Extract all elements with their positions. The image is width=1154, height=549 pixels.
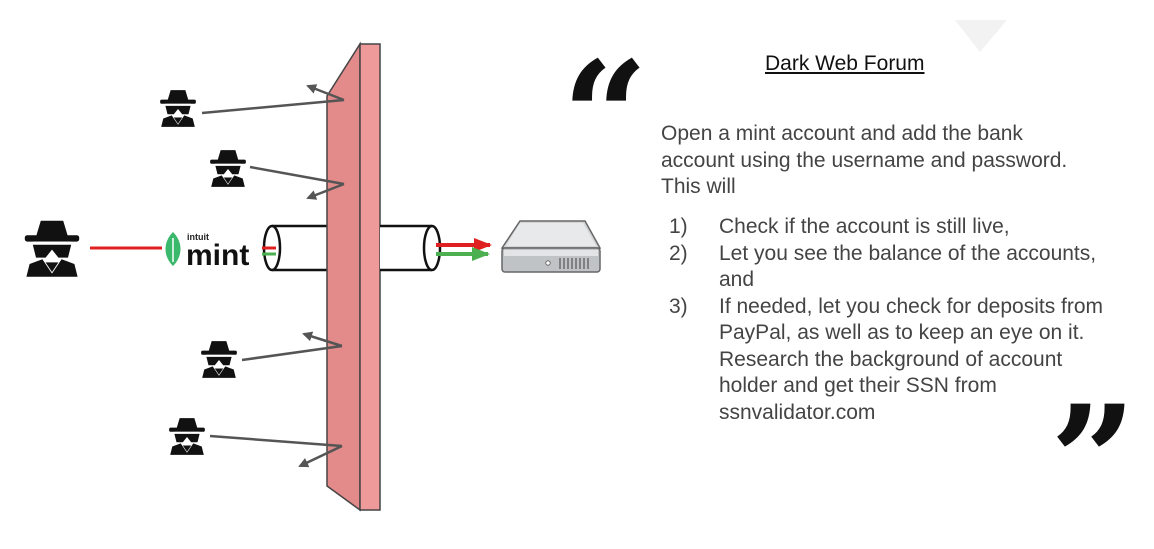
- open-quote-mark: “: [562, 29, 649, 205]
- list-item: 2) Let you see the balance of the accoun…: [669, 241, 1109, 294]
- hacker-icon: [169, 418, 205, 455]
- firewall-wall: [326, 41, 381, 512]
- tunnel-right: [380, 224, 442, 272]
- mint-name-label: mint: [186, 239, 249, 272]
- forum-title: Dark Web Forum: [765, 52, 925, 75]
- step-text: Let you see the balance of the accounts,…: [719, 241, 1097, 292]
- step-text: Check if the account is still live,: [719, 215, 1010, 238]
- deflection-3: [241, 331, 343, 362]
- corner-decoration: [955, 20, 1007, 52]
- deflection-1: [201, 84, 345, 115]
- step-number: 1): [669, 215, 688, 238]
- forum-post-intro: Open a mint account and add the bank acc…: [661, 122, 1068, 198]
- step-number: 2): [669, 241, 688, 265]
- deflection-4: [209, 434, 343, 468]
- mint-brand-label: intuit: [187, 232, 209, 242]
- server-icon: [500, 220, 602, 273]
- hacker-icon: [201, 341, 237, 378]
- step-text: If needed, let you check for deposits fr…: [719, 294, 1104, 424]
- mint-logo: intuit mint: [165, 232, 249, 272]
- hacker-icon: [210, 150, 246, 187]
- deflection-2: [249, 165, 345, 200]
- hacker-icon: [160, 90, 196, 127]
- forum-post-steps: 1) Check if the account is still live, 2…: [669, 214, 1109, 426]
- list-item: 1) Check if the account is still live,: [669, 214, 1109, 241]
- close-quote-mark: ”: [1050, 373, 1137, 549]
- step-number: 3): [669, 294, 688, 318]
- hacker-icon: [24, 220, 80, 277]
- list-item: 3) If needed, let you check for deposits…: [669, 294, 1109, 427]
